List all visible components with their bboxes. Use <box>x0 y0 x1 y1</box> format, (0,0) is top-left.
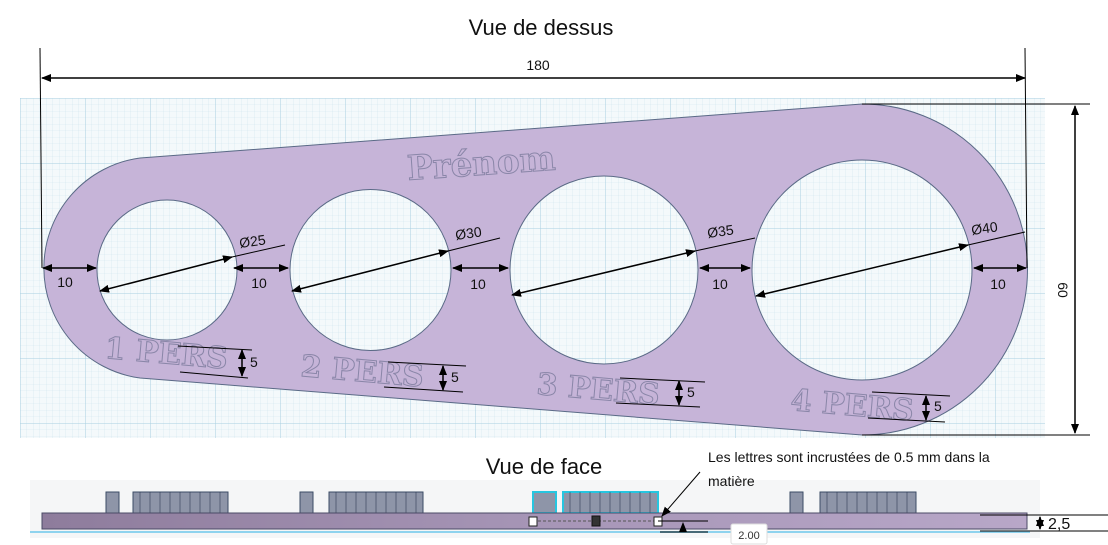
spacing-1: 10 <box>57 274 73 290</box>
measure-readout-box[interactable] <box>730 523 768 545</box>
diameter-2: Ø30 <box>454 223 483 243</box>
diameter-3: Ø35 <box>706 221 735 241</box>
text-height-3: 5 <box>687 384 695 400</box>
diameter-4: Ø40 <box>970 218 999 238</box>
spacing-2: 10 <box>251 275 267 291</box>
dimension-height <box>862 103 1090 436</box>
thickness-value: 2,5 <box>1048 516 1070 533</box>
measure-handle-center[interactable] <box>591 515 601 527</box>
top-view-title: Vue de dessus <box>469 15 614 40</box>
text-height-dimensions <box>177 345 951 423</box>
diameter-dimensions <box>99 231 1026 298</box>
measure-readout: 2.00 <box>738 530 759 542</box>
text-height-4: 5 <box>934 398 942 414</box>
height-measure <box>658 520 708 533</box>
dimension-length <box>39 47 1028 269</box>
spacing-4: 10 <box>712 276 728 292</box>
front-view-title: Vue de face <box>486 454 603 479</box>
note-arrow <box>661 471 701 517</box>
spacing-3: 10 <box>470 276 486 292</box>
thickness-dimension <box>980 514 1108 532</box>
height-value: 60 <box>1055 282 1071 298</box>
measure-handle-left[interactable] <box>528 516 538 527</box>
text-height-2: 5 <box>451 369 459 385</box>
spacing-5: 10 <box>990 276 1006 292</box>
note-line-2: matière <box>708 473 755 489</box>
letter-stripes <box>139 492 908 513</box>
diameter-1: Ø25 <box>238 231 267 251</box>
note-line-1: Les lettres sont incrustées de 0.5 mm da… <box>708 449 990 465</box>
text-height-1: 5 <box>250 354 258 370</box>
length-value: 180 <box>526 57 550 73</box>
